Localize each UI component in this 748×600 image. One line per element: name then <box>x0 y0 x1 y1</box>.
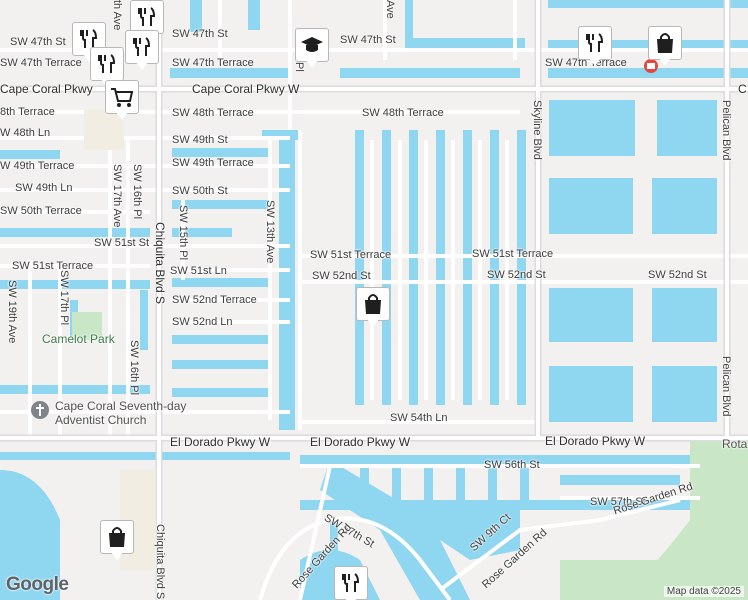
street-label: El Dorado Pkwy W <box>545 434 646 448</box>
place-label[interactable]: Rota <box>722 437 748 451</box>
shopping-bag-icon <box>109 527 125 547</box>
street-label: SW 50th St <box>172 185 228 197</box>
street-label: SW 13th Ave <box>264 200 276 264</box>
street-label: SW 48th Terrace <box>172 107 254 119</box>
street-label: Chiquita Blvd S <box>154 524 166 600</box>
graduation-cap-icon <box>301 37 323 52</box>
restaurant-icon <box>80 29 98 48</box>
map-attribution[interactable]: Map data ©2025 <box>663 586 744 597</box>
street-label: SW 17th Pl <box>58 270 70 326</box>
street-label: SW 47th St <box>10 36 66 48</box>
street-label: Pelican Blvd <box>720 356 732 417</box>
street-label: SW 16th Pl <box>128 340 140 396</box>
street-label: C <box>738 82 747 96</box>
park-label[interactable]: Camelot Park <box>42 332 115 346</box>
street-label: SW 52nd St <box>648 269 707 281</box>
street-label: SW 49th Ln <box>15 182 73 194</box>
street-label: SW 17th Ave <box>111 164 123 228</box>
street-label: SW 52nd St <box>312 270 371 282</box>
church-label[interactable]: Adventist Church <box>55 413 147 427</box>
street-label: SW 52nd St <box>487 269 546 281</box>
restaurant-icon <box>138 7 156 26</box>
street-label: SW 47th Terrace <box>172 57 254 69</box>
church-label[interactable]: Cape Coral Seventh-day <box>55 399 187 413</box>
street-label: Skyline Blvd <box>531 100 543 160</box>
street-label: SW 47th St <box>172 28 228 40</box>
restaurant-pin[interactable] <box>72 22 106 66</box>
street-label: SW 51st Terrace <box>310 249 392 261</box>
street-label: SW 50th Terrace <box>0 205 82 217</box>
restaurant-icon <box>586 33 604 52</box>
street-label: th Ave <box>111 0 123 31</box>
street-label: Pelican Blvd <box>720 100 732 161</box>
shopping-bag-pin[interactable] <box>648 26 682 70</box>
shopping-cart-icon <box>111 88 134 107</box>
google-logo: Google <box>6 574 69 595</box>
restaurant-pin[interactable] <box>130 0 164 44</box>
street-label: Cape Coral Pkwy <box>0 82 93 96</box>
street-label: SW 54th Ln <box>390 412 448 424</box>
street-label: SW 52nd Terrace <box>172 294 257 306</box>
street-label: Ave <box>384 0 396 19</box>
street-label: SW 51st Terrace <box>12 260 94 272</box>
restaurant-icon <box>98 54 116 73</box>
restaurant-icon <box>342 573 360 592</box>
restaurant-pin[interactable] <box>578 26 612 70</box>
street-label: SW 47th Terrace <box>0 57 82 69</box>
street-label: El Dorado Pkwy W <box>310 435 411 449</box>
street-label: SW 51st Ln <box>170 265 227 277</box>
street-label: Cape Coral Pkwy W <box>192 82 300 96</box>
shopping-bag-icon <box>365 294 381 314</box>
street-label: SW 51st Terrace <box>472 248 554 260</box>
street-label: SW 47th Terrace <box>545 57 627 69</box>
street-label: W 48th Ln <box>0 127 51 139</box>
street-label: SW 47th St <box>340 34 396 46</box>
street-label: Chiquita Blvd S <box>153 222 167 305</box>
street-label: SW 56th St <box>484 459 540 471</box>
street-label: SW 51st St <box>94 237 150 249</box>
street-label: SW 57th St <box>590 496 646 508</box>
street-label: SW 52nd Ln <box>172 316 233 328</box>
restaurant-pin[interactable] <box>334 566 368 600</box>
street-label: W 49th Terrace <box>0 160 75 172</box>
street-label: 8th Terrace <box>0 106 55 118</box>
shopping-cart-pin[interactable] <box>105 80 139 124</box>
school-pin[interactable] <box>295 28 329 72</box>
restaurant-icon <box>133 37 151 56</box>
street-label: SW 16th Pl <box>131 164 143 220</box>
street-label: SW 15th Pl <box>177 205 189 261</box>
street-label: SW 48th Terrace <box>362 107 444 119</box>
shopping-bag-pin[interactable] <box>356 287 390 331</box>
street-label: SW 49th Terrace <box>172 157 254 169</box>
street-label: SW 19th Ave <box>6 280 18 344</box>
shopping-bag-pin[interactable] <box>100 520 134 564</box>
shopping-bag-icon <box>657 33 673 53</box>
restaurant-pin[interactable] <box>125 30 159 74</box>
street-label: SW 49th St <box>172 134 228 146</box>
street-label: El Dorado Pkwy W <box>170 435 271 449</box>
